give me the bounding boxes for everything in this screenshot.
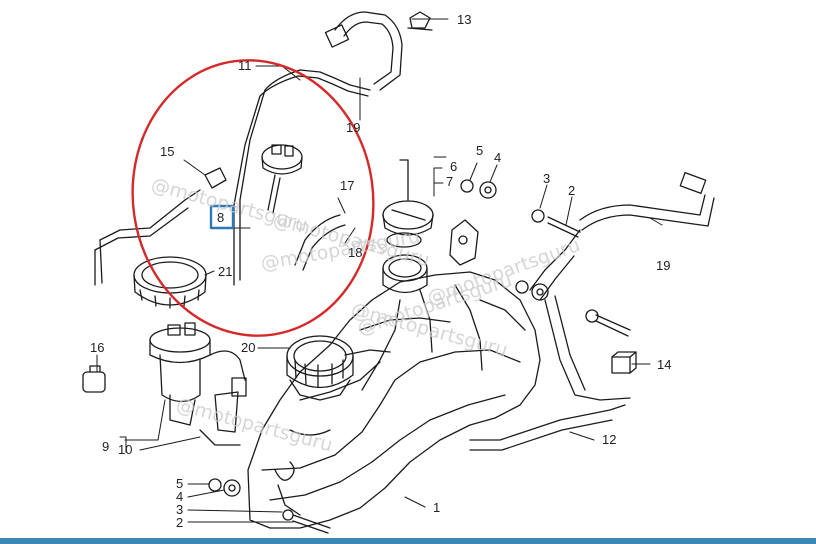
fuel-pump-assembly: [149, 322, 247, 446]
callout-16[interactable]: 16: [90, 340, 104, 355]
callout-20[interactable]: 20: [241, 340, 255, 355]
callout-15[interactable]: 15: [160, 144, 174, 159]
clip-15: [204, 167, 227, 189]
callout-18[interactable]: 18: [348, 245, 362, 260]
callout-3-right[interactable]: 3: [543, 171, 550, 186]
callout-19-top[interactable]: 19: [346, 120, 360, 135]
fuel-tank-body: [247, 271, 541, 529]
leader-lines: [96, 18, 663, 523]
hose-19-right: [579, 172, 715, 231]
watermark-7: @motopartsguru: [174, 394, 335, 457]
right-fasteners: [460, 179, 631, 337]
bottom-accent-bar: [0, 538, 816, 544]
support-bracket-12: [469, 229, 631, 451]
callout-13[interactable]: 13: [457, 12, 471, 27]
callout-9[interactable]: 9: [102, 439, 109, 454]
selected-part-box[interactable]: [209, 204, 235, 230]
callout-1[interactable]: 1: [433, 500, 440, 515]
callout-12[interactable]: 12: [602, 432, 616, 447]
callout-21[interactable]: 21: [218, 264, 232, 279]
callout-10[interactable]: 10: [118, 442, 132, 457]
callout-5-bottom[interactable]: 5: [176, 476, 183, 491]
callout-6[interactable]: 6: [450, 159, 457, 174]
level-sender-8: [261, 144, 303, 214]
bracket: [449, 219, 479, 266]
callout-4-right[interactable]: 4: [494, 150, 501, 165]
callout-14[interactable]: 14: [657, 357, 671, 372]
callout-3-bottom[interactable]: 3: [176, 502, 183, 517]
pump-ring-20: [286, 335, 354, 401]
hose-11: [233, 69, 371, 286]
callout-7[interactable]: 7: [446, 174, 453, 189]
callout-17[interactable]: 17: [340, 178, 354, 193]
callout-4-bottom[interactable]: 4: [176, 489, 183, 504]
filler-neck: [382, 159, 434, 294]
callout-8[interactable]: 8: [217, 210, 224, 225]
callout-2-bottom[interactable]: 2: [176, 515, 183, 530]
lower-fasteners: [208, 478, 331, 534]
callout-5-right[interactable]: 5: [476, 143, 483, 158]
locking-ring-21: [133, 256, 207, 309]
connector-16: [82, 365, 106, 393]
hose-17-18: [94, 189, 346, 286]
callout-2-right[interactable]: 2: [568, 183, 575, 198]
hose-19-top: [324, 11, 403, 91]
callout-19-right[interactable]: 19: [656, 258, 670, 273]
callout-numbers: 13 11 19 15 17 8 18 21 6 7 5 4 3 2 19 20…: [90, 12, 671, 530]
relay-14: [611, 351, 637, 374]
clip-13: [407, 11, 433, 31]
highlight-circle: [131, 59, 375, 337]
callout-11[interactable]: 11: [238, 58, 252, 73]
